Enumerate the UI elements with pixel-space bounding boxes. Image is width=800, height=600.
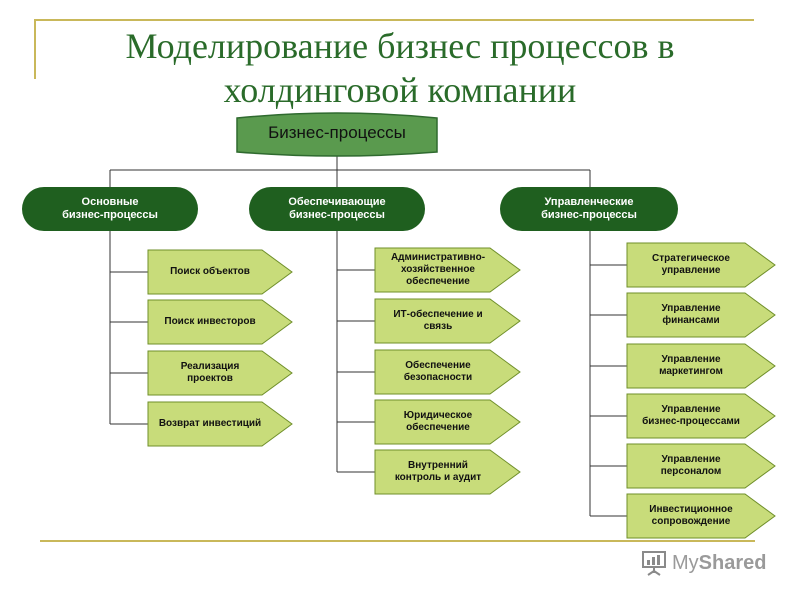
item-2-1-line-3: обеспечение [406,276,470,287]
item-arrow-3-2 [626,292,776,338]
title-line-1: Моделирование бизнес процессов в [125,26,675,66]
item-1-3-line-2: проектов [187,373,233,384]
connector-lines [109,155,627,517]
watermark-suffix: Shared [698,551,767,574]
item-2-1-line-2: хозяйственное [400,264,475,275]
item-2-4-line-1: Юридическое [403,410,473,421]
item-arrow-2-5 [374,449,521,495]
item-3-1-line-1: Стратегическое [652,253,730,264]
item-arrow-1-3 [147,350,293,396]
item-3-2-line-1: Управление [661,303,721,314]
item-arrow-3-1 [626,242,776,288]
category-pill-3 [500,187,678,231]
item-arrow-1-4 [147,401,293,447]
item-3-4-line-2: бизнес-процессами [642,416,740,427]
frame-bottom-line [40,540,755,542]
item-2-3-line-2: безопасности [403,372,473,383]
item-3-2-line-2: финансами [662,315,720,326]
frame-left-line [34,19,36,79]
item-2-2-line-1: ИТ-обеспечение и [393,309,483,320]
item-1-1-line-1: Поиск объектов [170,266,250,277]
item-arrow-3-4 [626,393,776,439]
item-arrow-3-3 [626,343,776,389]
item-2-2-line-2: связь [423,321,453,332]
category-3-line-1: Управленческие [544,196,634,208]
category-pill-1 [22,187,198,231]
root-label: Бизнес-процессы [268,123,406,142]
item-label-1-2: Поиск инвесторов [150,300,270,344]
title-line-2: холдинговой компании [223,70,577,110]
frame-top-line [34,19,754,21]
item-2-1-line-1: Административно- [390,252,486,263]
presentation-board-icon [642,551,666,576]
category-2-line-1: Обеспечивающие [288,196,386,208]
item-3-6-line-1: Инвестиционное [649,504,733,515]
category-pill-2 [249,187,425,231]
item-label-1-1: Поиск объектов [150,250,270,294]
item-arrow-3-6 [626,493,776,539]
item-2-3-line-1: Обеспечение [405,360,471,371]
item-2-5-line-2: контроль и аудит [394,472,482,483]
item-3-3-line-2: маркетингом [659,366,723,377]
item-3-3-line-1: Управление [661,354,721,365]
item-arrow-2-1 [374,247,521,293]
watermark-logo: MyShared [640,548,766,578]
item-1-2-line-1: Поиск инвесторов [164,316,256,327]
item-1-3-line-1: Реализация [180,361,240,372]
item-3-1-line-2: управление [661,265,721,276]
item-3-5-line-1: Управление [661,454,721,465]
item-arrow-2-2 [374,298,521,344]
item-label-1-4: Возврат инвестиций [150,402,270,446]
item-2-5-line-1: Внутренний [408,460,468,471]
item-arrow-2-4 [374,399,521,445]
item-arrow-1-2 [147,299,293,345]
item-3-6-line-2: сопровождение [651,516,731,527]
item-arrow-1-1 [147,249,293,295]
page-title: Моделирование бизнес процессов в холдинг… [40,24,760,112]
item-3-5-line-2: персоналом [660,466,722,477]
item-2-4-line-2: обеспечение [406,422,470,433]
root-banner [236,112,438,157]
watermark-prefix: My [672,551,699,574]
item-arrow-3-5 [626,443,776,489]
item-arrow-2-3 [374,349,521,395]
category-3-line-2: бизнес-процессы [541,209,637,221]
item-3-4-line-1: Управление [661,404,721,415]
category-1-line-1: Основные [81,196,139,208]
item-1-4-line-1: Возврат инвестиций [158,418,262,429]
watermark-text: MyShared [672,552,766,575]
category-2-line-2: бизнес-процессы [289,209,385,221]
category-1-line-2: бизнес-процессы [62,209,158,221]
